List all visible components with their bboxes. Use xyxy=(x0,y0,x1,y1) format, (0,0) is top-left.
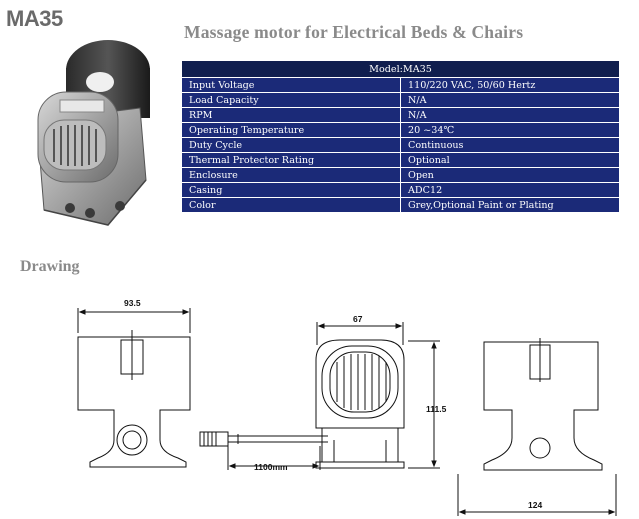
dim-front-width: 67 xyxy=(353,314,363,324)
spec-value: 110/220 VAC, 50/60 Hertz xyxy=(400,77,620,93)
spec-label: Operating Temperature xyxy=(181,122,401,138)
spec-table-header: Model:MA35 xyxy=(181,60,620,78)
spec-label: Color xyxy=(181,197,401,213)
dim-height: 111.5 xyxy=(426,404,447,414)
spec-label: Thermal Protector Rating xyxy=(181,152,401,168)
side-view xyxy=(77,308,191,468)
spec-label: Input Voltage xyxy=(181,77,401,93)
page-title: Massage motor for Electrical Beds & Chai… xyxy=(184,22,524,42)
back-view xyxy=(457,338,617,516)
front-view xyxy=(315,322,440,469)
dim-cable-length: 1100mm xyxy=(254,462,288,472)
spec-value: Grey,Optional Paint or Plating xyxy=(400,197,620,213)
dim-base-length: 124 xyxy=(528,500,542,510)
spec-label: Load Capacity xyxy=(181,92,401,108)
model-code: MA35 xyxy=(6,6,63,31)
product-photo xyxy=(37,40,150,226)
cable xyxy=(199,431,328,470)
drawing-section-title: Drawing xyxy=(20,258,80,275)
spec-value: ADC12 xyxy=(400,182,620,198)
dim-side-width: 93.5 xyxy=(124,298,141,308)
spec-label: Casing xyxy=(181,182,401,198)
spec-value: N/A xyxy=(400,92,620,108)
spec-value: 20 ~34℃ xyxy=(400,122,620,138)
